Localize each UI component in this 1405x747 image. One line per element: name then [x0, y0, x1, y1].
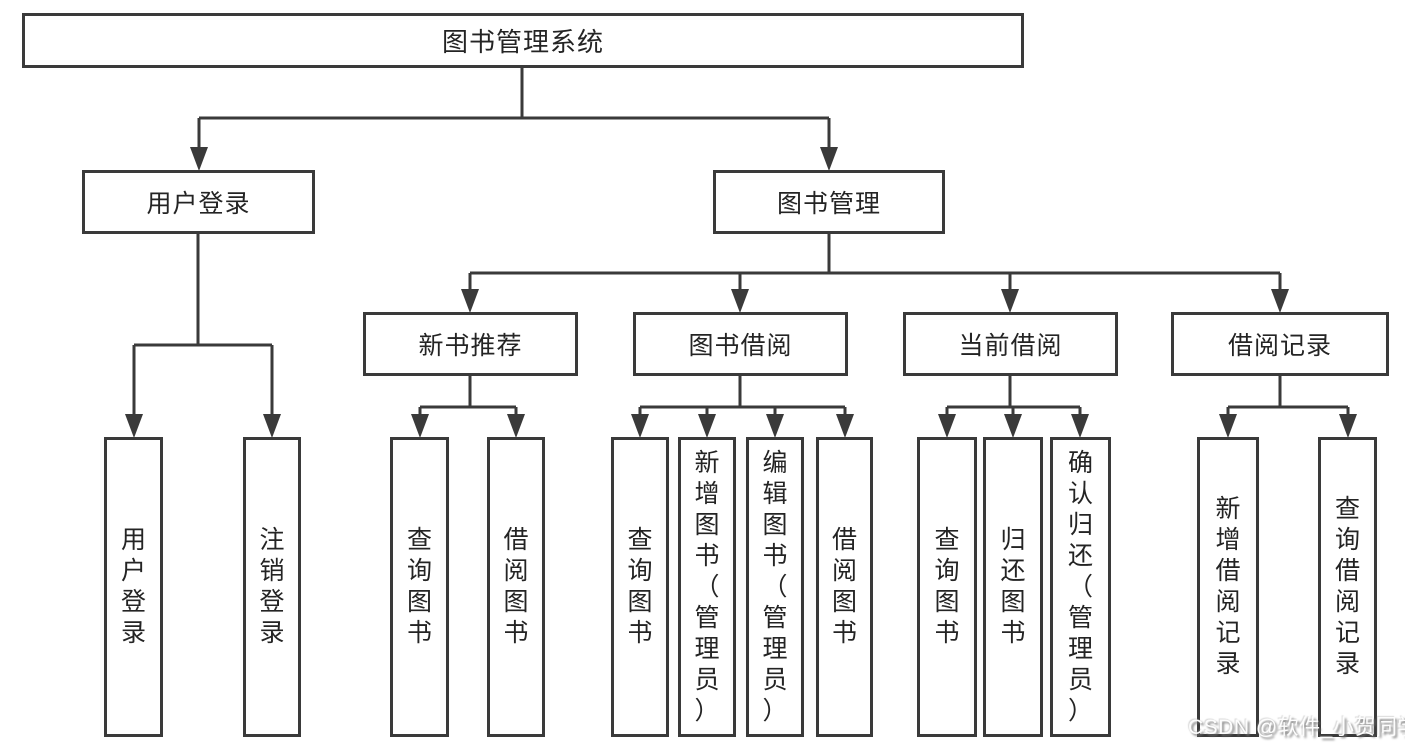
- arrowhead: [820, 147, 838, 171]
- leaf-confirm-return-admin: 确 认 归 还 （ 管 理 员 ）: [1050, 437, 1111, 737]
- arrowhead: [507, 414, 525, 438]
- arrowhead: [1219, 414, 1237, 438]
- node-label: 查 询 图 书: [406, 526, 432, 647]
- leaf-add-book-admin: 新 增 图 书 （ 管 理 员 ）: [678, 437, 736, 737]
- arrowhead: [1001, 289, 1019, 313]
- node-current-borrow: 当前借阅: [903, 312, 1118, 376]
- arrowhead: [731, 289, 749, 313]
- arrowhead: [1339, 414, 1357, 438]
- arrowhead: [1271, 289, 1289, 313]
- node-label: 查 询 图 书: [627, 526, 653, 647]
- leaf-return-book: 归 还 图 书: [983, 437, 1043, 737]
- leaf-logout: 注 销 登 录: [243, 437, 301, 737]
- node-label: 借 阅 图 书: [503, 526, 529, 647]
- node-book-management: 图书管理: [713, 170, 945, 234]
- node-label: 编 辑 图 书 （ 管 理 员 ）: [762, 448, 788, 725]
- node-book-borrow: 图书借阅: [633, 312, 848, 376]
- node-label: 确 认 归 还 （ 管 理 员 ）: [1067, 448, 1093, 725]
- csdn-watermark: CSDN @软件_小贺同学: [1188, 716, 1405, 739]
- arrowhead: [1004, 414, 1022, 438]
- node-label: 图书借阅: [688, 332, 793, 360]
- arrowhead: [1071, 414, 1089, 438]
- arrowhead: [766, 414, 784, 438]
- connector-book-management-children: [468, 234, 1282, 292]
- arrowhead: [698, 414, 716, 438]
- leaf-query-borrow-record: 查 询 借 阅 记 录: [1318, 437, 1377, 737]
- node-label: 新 增 借 阅 记 录: [1215, 495, 1241, 678]
- arrowhead: [836, 414, 854, 438]
- leaf-query-books-borrow: 查 询 图 书: [611, 437, 669, 737]
- node-label: 图书管理: [776, 190, 881, 218]
- connector-user-login-children: [132, 234, 274, 418]
- leaf-query-books-current: 查 询 图 书: [917, 437, 977, 737]
- node-label: 当前借阅: [958, 332, 1063, 360]
- leaf-edit-book-admin: 编 辑 图 书 （ 管 理 员 ）: [746, 437, 804, 737]
- connector-new-book-recommend-children: [418, 376, 518, 420]
- arrowhead: [263, 414, 281, 438]
- node-label: 新 增 图 书 （ 管 理 员 ）: [694, 448, 720, 725]
- arrowhead: [461, 289, 479, 313]
- node-label: 用 户 登 录: [120, 526, 146, 647]
- node-label: 查 询 借 阅 记 录: [1334, 495, 1360, 678]
- leaf-add-borrow-record: 新 增 借 阅 记 录: [1197, 437, 1259, 737]
- connector-current-borrow-children: [945, 376, 1082, 420]
- leaf-user-login: 用 户 登 录: [104, 437, 163, 737]
- arrowhead: [190, 147, 208, 171]
- arrowhead: [411, 414, 429, 438]
- leaf-borrow-books-recommend: 借 阅 图 书: [487, 437, 545, 737]
- node-new-book-recommend: 新书推荐: [363, 312, 578, 376]
- node-label: 图书管理系统: [441, 27, 604, 57]
- node-label: 借 阅 图 书: [831, 526, 857, 647]
- node-label: 注 销 登 录: [259, 526, 285, 647]
- arrowhead: [938, 414, 956, 438]
- connector-root-to-level2: [197, 68, 831, 152]
- node-label: 查 询 图 书: [934, 526, 960, 647]
- arrowheads: [125, 147, 1357, 438]
- arrowhead: [125, 414, 143, 438]
- leaf-borrow-books: 借 阅 图 书: [816, 437, 873, 737]
- node-label: 用户登录: [146, 190, 251, 218]
- node-label: 新书推荐: [418, 332, 523, 360]
- node-user-login: 用户登录: [82, 170, 315, 234]
- node-label: 归 还 图 书: [1000, 526, 1026, 647]
- node-library-management-system: 图书管理系统: [22, 13, 1024, 68]
- connector-borrow-records-children: [1226, 376, 1350, 420]
- node-label: 借阅记录: [1227, 332, 1332, 360]
- node-borrow-records: 借阅记录: [1171, 312, 1389, 376]
- arrowhead: [631, 414, 649, 438]
- connector-book-borrow-children: [638, 376, 847, 420]
- leaf-query-books-recommend: 查 询 图 书: [390, 437, 449, 737]
